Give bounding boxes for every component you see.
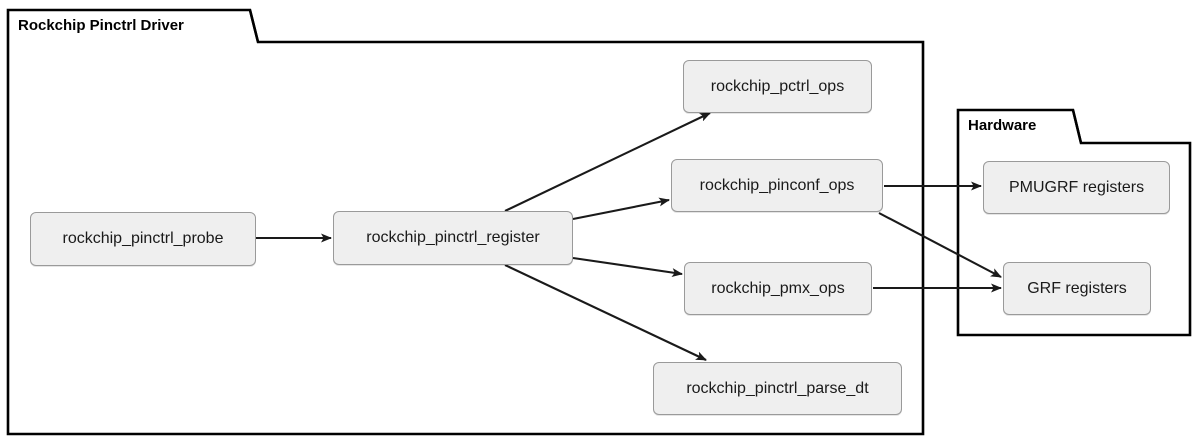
package-label-hardware: Hardware [968, 117, 1037, 134]
package-label-driver: Rockchip Pinctrl Driver [18, 17, 184, 34]
node-rockchip-pmx-ops[interactable]: rockchip_pmx_ops [684, 262, 872, 315]
node-rockchip-pinctrl-parse-dt[interactable]: rockchip_pinctrl_parse_dt [653, 362, 902, 415]
node-grf-registers[interactable]: GRF registers [1003, 262, 1151, 315]
edge-register-to-pmx [572, 256, 683, 277]
node-rockchip-pinctrl-probe[interactable]: rockchip_pinctrl_probe [30, 212, 256, 266]
edge-pinconf-to-grf [878, 212, 1002, 278]
edge-register-to-pinconf [572, 197, 670, 221]
node-pmugrf-registers[interactable]: PMUGRF registers [983, 161, 1170, 214]
node-rockchip-pctrl-ops[interactable]: rockchip_pctrl_ops [683, 60, 872, 113]
node-rockchip-pinctrl-register[interactable]: rockchip_pinctrl_register [333, 211, 573, 265]
edge-register-to-parsedt [504, 264, 707, 361]
node-rockchip-pinconf-ops[interactable]: rockchip_pinconf_ops [671, 159, 883, 212]
